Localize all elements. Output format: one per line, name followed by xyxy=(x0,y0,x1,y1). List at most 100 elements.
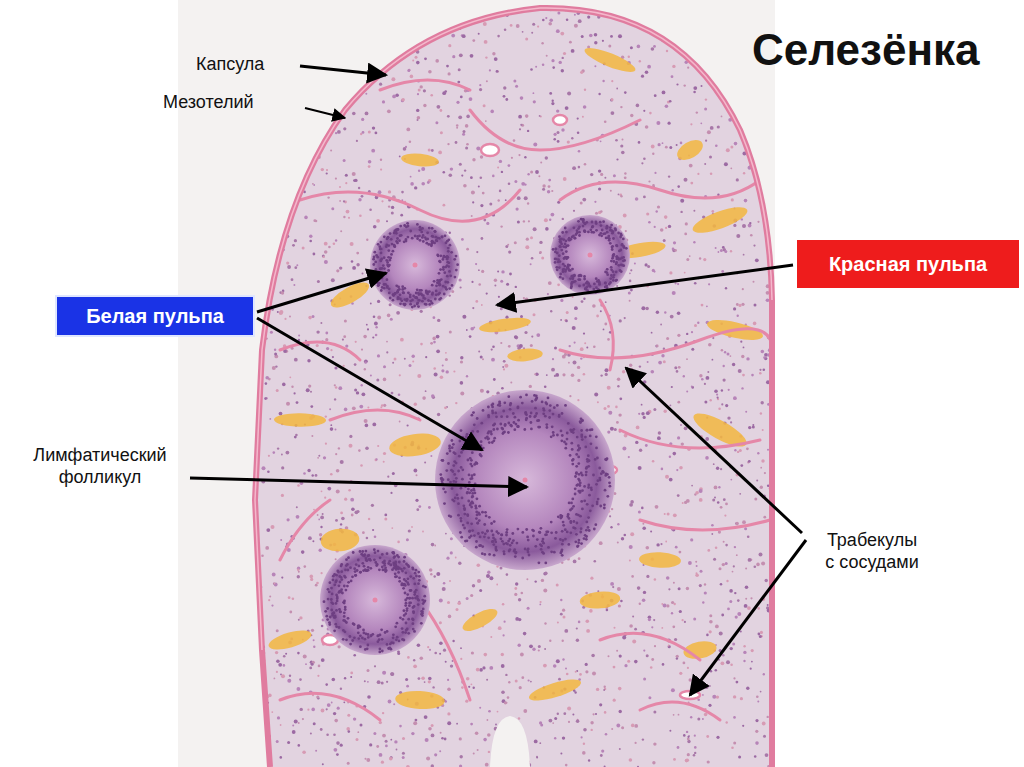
cell-dot xyxy=(534,740,538,744)
cell-dot xyxy=(276,629,279,632)
cell-dot xyxy=(755,741,759,745)
cell-dot xyxy=(425,356,427,358)
cell-dot xyxy=(321,490,323,492)
cell-dot xyxy=(395,51,397,53)
cell-dot xyxy=(361,118,364,121)
cell-dot xyxy=(737,451,739,453)
cell-dot xyxy=(624,317,626,319)
cell-dot xyxy=(638,141,641,144)
cell-dot xyxy=(494,279,497,282)
cell-dot xyxy=(355,510,359,514)
cell-dot xyxy=(577,132,580,135)
cell-dot xyxy=(714,486,718,490)
cell-dot xyxy=(673,513,677,517)
cell-dot xyxy=(383,404,386,407)
cell-dot xyxy=(313,253,316,256)
cell-dot xyxy=(418,170,420,172)
cell-dot xyxy=(653,711,656,714)
cell-dot xyxy=(448,72,451,75)
cell-dot xyxy=(618,194,620,196)
cell-dot xyxy=(639,60,641,62)
cell-dot xyxy=(472,39,475,42)
cell-dot xyxy=(672,625,675,628)
cell-dot xyxy=(602,40,604,42)
cell-dot xyxy=(688,46,690,48)
cell-dot xyxy=(280,11,284,15)
cell-dot xyxy=(259,145,262,148)
cell-dot xyxy=(480,204,483,207)
cell-dot xyxy=(527,607,530,610)
cell-dot xyxy=(734,592,736,594)
cell-dot xyxy=(374,322,378,326)
cell-dot xyxy=(331,278,335,282)
cell-dot xyxy=(627,660,630,663)
cell-dot xyxy=(605,301,607,303)
cell-dot xyxy=(471,191,475,195)
cell-dot xyxy=(754,566,757,569)
cell-dot xyxy=(434,373,438,377)
cell-dot xyxy=(512,758,516,762)
cell-dot xyxy=(556,659,560,663)
cell-dot xyxy=(264,397,267,400)
cell-dot xyxy=(650,666,653,669)
cell-dot xyxy=(458,115,462,119)
cell-dot xyxy=(519,686,522,689)
cell-dot xyxy=(520,315,523,318)
cell-dot xyxy=(445,661,447,663)
cell-dot xyxy=(329,408,331,410)
cell-dot xyxy=(508,182,511,185)
cell-dot xyxy=(337,130,341,134)
cell-dot xyxy=(776,620,779,623)
cell-dot xyxy=(655,505,659,509)
cell-dot xyxy=(610,526,612,528)
cell-dot xyxy=(485,56,487,58)
cell-dot xyxy=(551,213,555,217)
cell-dot xyxy=(549,219,551,221)
cell-dot xyxy=(604,407,607,410)
cell-dot xyxy=(677,185,680,188)
cell-dot xyxy=(292,244,295,247)
cell-dot xyxy=(281,494,284,497)
cell-dot xyxy=(478,185,480,187)
cell-dot xyxy=(763,368,766,371)
cell-dot xyxy=(503,368,505,370)
cell-dot xyxy=(459,163,462,166)
cell-dot xyxy=(333,712,336,715)
cell-dot xyxy=(749,222,751,224)
cell-dot xyxy=(533,92,535,94)
cell-dot xyxy=(693,86,697,90)
cell-dot xyxy=(654,172,656,174)
cell-dot xyxy=(342,339,344,341)
cell-dot xyxy=(391,392,394,395)
cell-dot xyxy=(356,140,358,142)
cell-dot xyxy=(544,218,548,222)
cell-dot xyxy=(282,76,285,79)
cell-dot xyxy=(519,128,521,130)
cell-dot xyxy=(456,608,459,611)
cell-dot xyxy=(317,675,319,677)
cell-dot xyxy=(506,573,509,576)
cell-dot xyxy=(350,676,352,678)
cell-dot xyxy=(311,116,315,120)
cell-dot xyxy=(376,219,380,223)
cell-dot xyxy=(658,361,662,365)
cell-dot xyxy=(563,177,567,181)
cell-dot xyxy=(514,335,518,339)
cell-dot xyxy=(745,586,749,590)
cell-dot xyxy=(766,299,770,303)
cell-dot xyxy=(562,373,565,376)
cell-dot xyxy=(652,761,655,764)
cell-dot xyxy=(450,551,453,554)
cell-dot xyxy=(431,5,434,8)
cell-dot xyxy=(386,681,388,683)
cell-dot xyxy=(622,370,625,373)
cell-dot xyxy=(371,149,375,153)
cell-dot xyxy=(298,619,300,621)
cell-dot xyxy=(266,528,270,532)
cell-dot xyxy=(765,123,768,126)
cell-dot xyxy=(521,124,524,127)
cell-dot xyxy=(356,738,359,741)
cell-dot xyxy=(385,745,388,748)
cell-dot xyxy=(364,35,367,38)
cell-dot xyxy=(436,335,440,339)
